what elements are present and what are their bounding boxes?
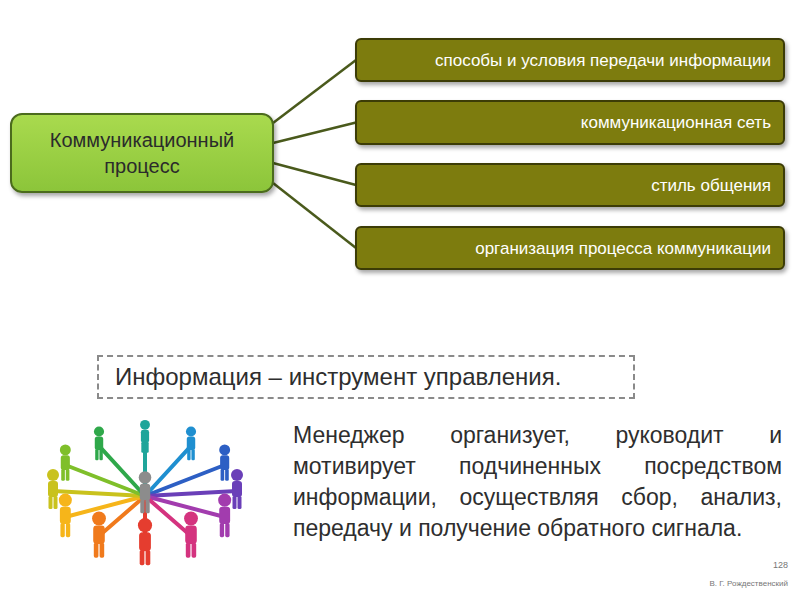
person-body (93, 525, 105, 543)
person-leg (233, 496, 237, 509)
person-figure (186, 426, 196, 460)
person-leg (95, 449, 98, 460)
link-line (65, 496, 145, 517)
person-leg (225, 469, 229, 481)
connector-line (273, 123, 356, 144)
box-text: Информация – инструмент управления. (115, 363, 561, 391)
person-body (185, 525, 197, 543)
person-body (232, 481, 242, 497)
person-leg (146, 500, 150, 514)
person-leg (146, 550, 151, 565)
person-figure (219, 444, 230, 480)
aspect-box: коммуникационная сеть (355, 100, 785, 145)
person-head (219, 444, 230, 455)
person-figure (59, 494, 72, 538)
person-body (61, 455, 70, 470)
person-head (138, 518, 152, 532)
person-figure (184, 512, 198, 558)
person-leg (192, 543, 197, 558)
process-box: Коммуникационный процесс (10, 113, 274, 193)
person-body (48, 481, 58, 497)
person-leg (191, 449, 194, 460)
person-body (139, 532, 151, 551)
person-leg (225, 523, 229, 537)
aspect-box: способы и условия передачи информации (355, 38, 785, 82)
person-head (231, 469, 243, 481)
description-text: Менеджер организует, руководит и мотивир… (293, 420, 782, 544)
connector-line (273, 183, 356, 248)
person-leg (66, 523, 70, 537)
person-leg (60, 523, 64, 537)
person-body (220, 455, 229, 470)
person-figure (140, 420, 150, 453)
person-figure (60, 444, 71, 480)
person-figure (94, 426, 104, 460)
person-figure (231, 469, 243, 509)
box-text: коммуникационная сеть (581, 112, 771, 133)
box-text: организация процесса коммуникации (475, 238, 771, 259)
person-leg (141, 442, 144, 453)
person-leg (221, 469, 225, 481)
box-text: стиль общения (651, 175, 771, 196)
person-leg (187, 449, 190, 460)
person-figure (138, 518, 152, 565)
person-body (187, 437, 195, 451)
box-text: способы и условия передачи информации (435, 50, 771, 71)
aspect-box: стиль общения (355, 163, 785, 207)
person-leg (99, 449, 102, 460)
connector-line (273, 60, 356, 123)
connector-line (273, 163, 356, 185)
person-head (59, 494, 72, 507)
link-line (99, 446, 145, 496)
person-body (219, 507, 230, 524)
person-leg (54, 496, 58, 509)
person-body (95, 437, 103, 451)
person-head (184, 512, 198, 526)
person-leg (66, 469, 70, 481)
person-head (139, 471, 152, 484)
person-leg (140, 500, 144, 514)
person-figure (92, 512, 106, 558)
person-body (140, 484, 151, 501)
person-figure (139, 471, 152, 513)
box-text: Коммуникационный процесс (26, 127, 258, 179)
page-number: 128 (740, 560, 788, 570)
person-head (92, 512, 106, 526)
dashed-note-box: Информация – инструмент управления. (97, 355, 635, 399)
person-leg (186, 543, 191, 558)
person-head (94, 426, 104, 436)
link-line (145, 496, 191, 536)
person-leg (49, 496, 53, 509)
person-figure (47, 469, 59, 509)
person-head (47, 469, 59, 481)
person-leg (220, 523, 224, 537)
person-figure (218, 494, 231, 538)
person-head (218, 494, 231, 507)
person-body (60, 507, 71, 524)
person-head (60, 444, 71, 455)
person-leg (145, 442, 148, 453)
person-head (140, 420, 150, 430)
person-leg (140, 550, 145, 565)
aspect-box: организация процесса коммуникации (355, 226, 785, 270)
author-name: В. Г. Рождественский (620, 579, 788, 588)
person-head (186, 426, 196, 436)
person-leg (61, 469, 65, 481)
person-body (141, 430, 149, 443)
person-leg (100, 543, 105, 558)
person-leg (238, 496, 242, 509)
person-leg (94, 543, 99, 558)
